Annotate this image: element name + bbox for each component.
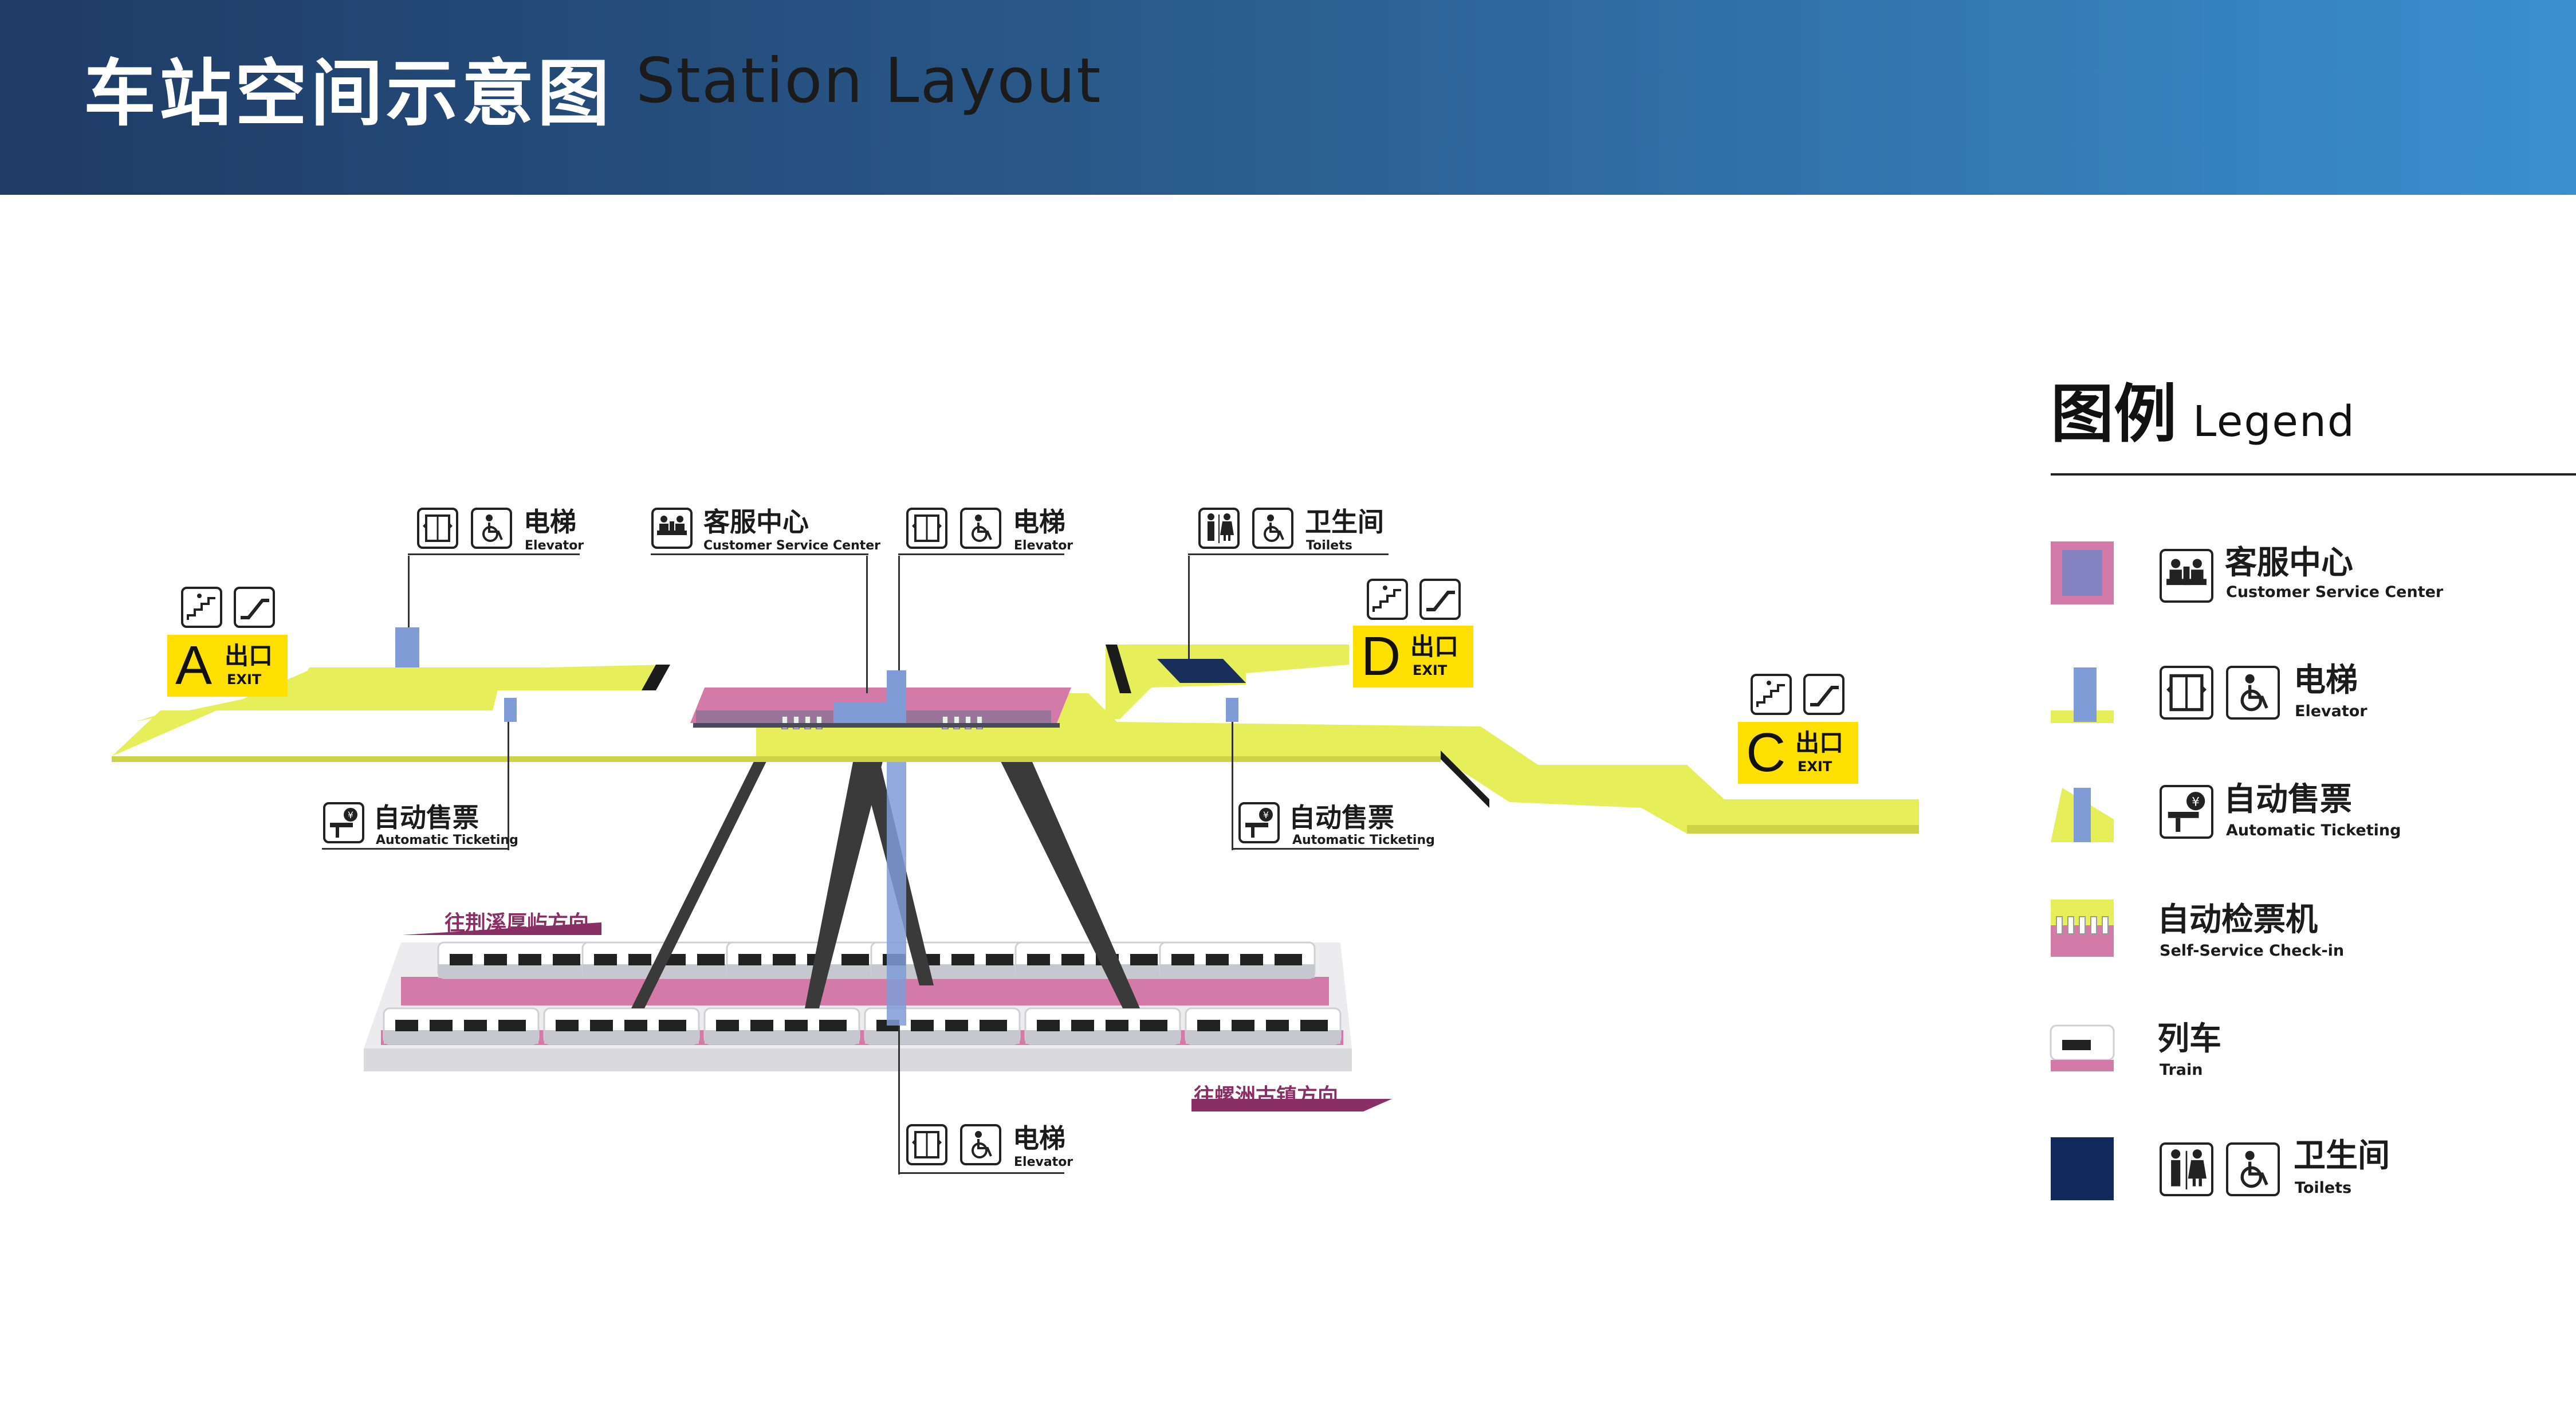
escalator-icon	[1803, 674, 1845, 715]
service-area	[690, 670, 1071, 729]
callout-line	[1232, 722, 1233, 850]
ticket-machine-left	[504, 698, 517, 722]
callout-cn: 电梯	[1013, 1123, 1065, 1154]
direction-arrow-lower	[1191, 1099, 1392, 1111]
callout-rule	[1232, 848, 1419, 850]
svg-text:¥: ¥	[1263, 810, 1269, 820]
callout-rule	[898, 553, 1064, 555]
legend-title-cn: 图例	[2051, 378, 2177, 451]
legend-en: Elevator	[2295, 702, 2367, 720]
legend-cn: 卫生间	[2294, 1137, 2390, 1175]
legend-en: Automatic Ticketing	[2226, 822, 2401, 839]
legend-cn: 列车	[2157, 1020, 2221, 1058]
callout-rule	[898, 1172, 1064, 1174]
escalator-icon	[1419, 579, 1461, 620]
legend-title-en: Legend	[2193, 397, 2355, 446]
callout-rule	[1188, 553, 1389, 555]
exit-c-sign: C 出口 EXIT	[1738, 722, 1858, 784]
wheelchair-icon	[2226, 1142, 2280, 1196]
toilet-icon	[1198, 508, 1240, 549]
exit-cn: 出口	[1410, 633, 1459, 661]
elevator-block-a	[395, 627, 419, 667]
wheelchair-icon	[2226, 666, 2280, 720]
exit-en: EXIT	[227, 671, 262, 688]
toilet-icon	[2160, 1142, 2213, 1196]
callout-cn: 电梯	[1013, 506, 1065, 537]
train-upper	[437, 941, 1316, 979]
ticket-machine-icon: ¥	[323, 802, 364, 843]
callout-en: Elevator	[1014, 1155, 1073, 1169]
wheelchair-icon	[960, 508, 1001, 549]
callout-en: Toilets	[1306, 539, 1352, 553]
exit-letter: D	[1361, 626, 1401, 687]
toilet-block	[1157, 659, 1246, 683]
elevator-icon	[417, 508, 458, 549]
stairs-icon	[1367, 579, 1408, 620]
callout-en: Elevator	[525, 539, 584, 553]
callout-line	[898, 1026, 900, 1175]
elevator-icon	[906, 508, 947, 549]
callout-cn: 客服中心	[703, 506, 809, 537]
callout-line	[408, 556, 410, 627]
exit-a-sign: A 出口 EXIT	[167, 635, 288, 697]
callout-en: Automatic Ticketing	[1292, 833, 1435, 847]
legend-en: Train	[2160, 1061, 2203, 1079]
callout-rule	[651, 553, 868, 555]
elevator-icon	[906, 1124, 947, 1165]
svg-text:¥: ¥	[348, 810, 353, 820]
ticket-machine-icon: ¥	[1238, 802, 1280, 843]
page-title-en: Station Layout	[636, 45, 1102, 117]
exit-en: EXIT	[1413, 662, 1448, 678]
header-bar: 车站空间示意图 Station Layout	[0, 0, 2576, 195]
legend-en: Toilets	[2295, 1179, 2352, 1197]
callout-line	[866, 556, 868, 693]
direction-label-lower: 往螺洲古镇方向	[1194, 1085, 1339, 1108]
direction-arrow-upper	[402, 922, 601, 935]
page-title-cn: 车站空间示意图	[84, 52, 613, 136]
exit-en: EXIT	[1798, 759, 1832, 775]
ticket-machine-icon: ¥	[2160, 785, 2213, 839]
legend-cn: 电梯	[2294, 662, 2358, 699]
exit-d-sign: D 出口 EXIT	[1353, 626, 1473, 688]
wheelchair-icon	[471, 508, 512, 549]
legend-cn: 自动售票	[2224, 781, 2352, 818]
stairs-icon	[181, 587, 222, 628]
escalator-icon	[234, 587, 275, 628]
ticket-machine-right	[1226, 698, 1238, 722]
callout-cn: 自动售票	[1289, 802, 1394, 833]
exit-letter: C	[1746, 722, 1786, 783]
callout-line	[508, 722, 509, 850]
callout-cn: 卫生间	[1305, 506, 1384, 537]
elevator-icon	[2160, 666, 2213, 720]
legend-cn: 客服中心	[2225, 544, 2353, 582]
wheelchair-icon	[1252, 508, 1293, 549]
callout-cn: 电梯	[524, 506, 576, 537]
callout-en: Automatic Ticketing	[376, 833, 518, 847]
legend-en: Customer Service Center	[2226, 583, 2444, 601]
exit-cn: 出口	[1795, 729, 1844, 757]
callout-line	[898, 556, 900, 670]
legend-cn: 自动检票机	[2157, 901, 2318, 938]
callout-rule	[322, 848, 509, 850]
callout-en: Elevator	[1014, 539, 1073, 553]
wheelchair-icon	[960, 1124, 1001, 1165]
callout-line	[1188, 556, 1190, 659]
direction-label-upper: 往荆溪厚屿方向	[445, 912, 589, 935]
legend-en: Self-Service Check-in	[2160, 942, 2345, 960]
legend-swatches	[2050, 541, 2115, 1200]
svg-text:¥: ¥	[2192, 795, 2200, 809]
service-desk-icon	[2160, 549, 2213, 603]
callout-cn: 自动售票	[373, 802, 479, 833]
service-desk-icon	[651, 508, 693, 549]
callout-en: Customer Service Center	[703, 539, 881, 553]
exit-letter: A	[175, 635, 213, 696]
exit-cn: 出口	[225, 642, 273, 670]
callout-rule	[408, 553, 580, 555]
stairs-icon	[1751, 674, 1792, 715]
legend-rule	[2051, 473, 2576, 476]
